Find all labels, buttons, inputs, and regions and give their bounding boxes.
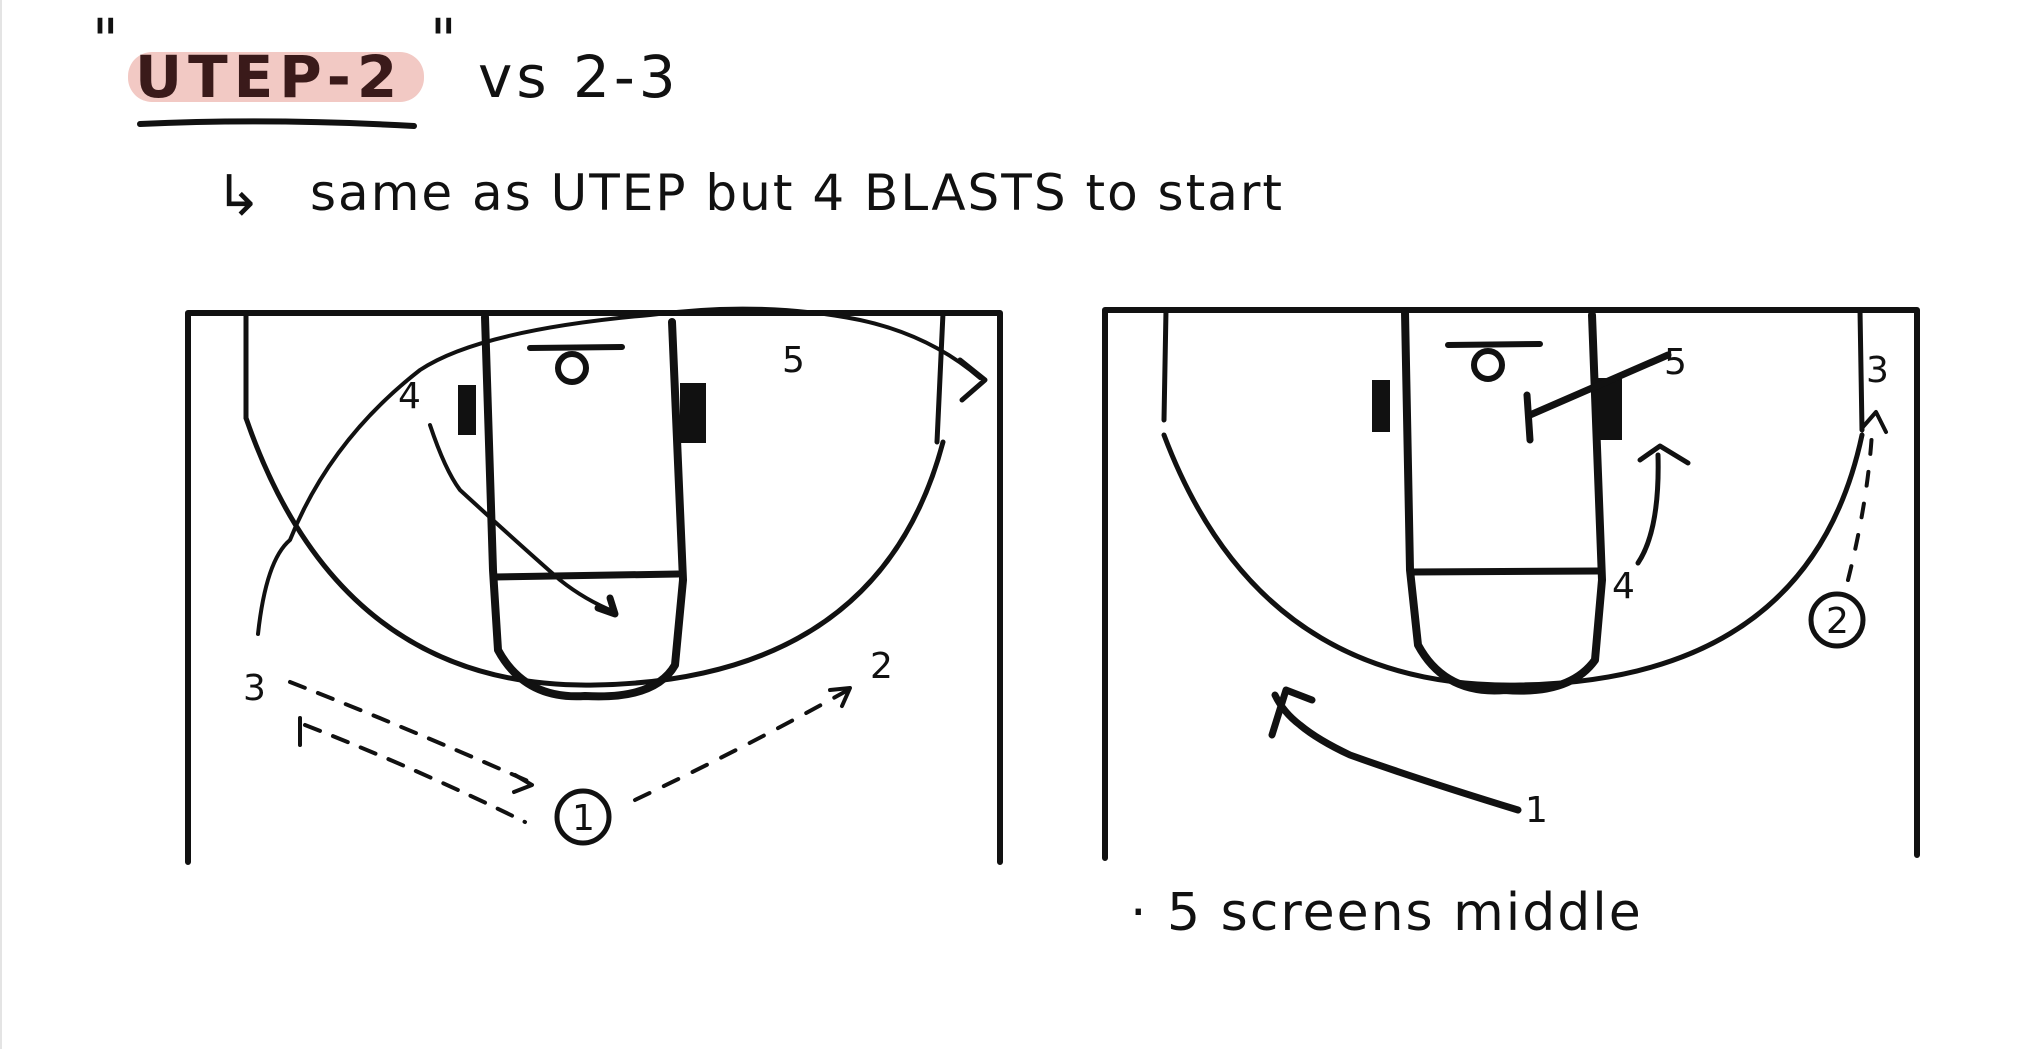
court-right-player-3: 3 [1866,350,1889,391]
court-left-backboard [527,344,625,351]
header: " UTEP-2 " vs 2-3 ↳ same as UTEP but 4 B… [92,6,1284,229]
court-right-player-2-circle [1808,591,1866,649]
court-left-lane [481,313,687,701]
court-right-pass-arrowhead [1860,410,1888,434]
court-left-pass-arrowhead-1 [512,773,534,794]
court-right-screen-line [1526,351,1672,419]
court-right-dribble-path-1 [1271,691,1522,814]
court-right-corner-three-right [1857,307,1865,433]
court-left-outline [185,310,1003,865]
court-left-block-left [458,385,476,435]
versus-defense: vs 2-3 [478,43,680,111]
court-left-player-5: 5 [782,340,805,381]
title-open-quote: " [92,6,123,74]
court-left-player-3: 3 [243,668,266,709]
court-right-backboard [1445,341,1543,348]
court-right-player-2: 2 [1826,601,1849,642]
court-right-player-4: 4 [1612,566,1635,607]
court-left-pass-1-to-3 [303,723,527,824]
court-right-cut-4-arrowhead [1637,443,1691,466]
subtitle-arrow: ↳ [215,164,264,229]
court-left-cut-arrowhead [957,357,988,403]
court-right-player-1: 1 [1525,790,1548,831]
court-left-free-throw-line [490,570,682,581]
play-title: UTEP-2 [135,43,403,111]
subtitle-text: same as UTEP but 4 BLASTS to start [310,164,1284,222]
court-left-corner-three-right [934,310,946,445]
court-right-note: · 5 screens middle [1130,883,1643,943]
court-left-player-2: 2 [870,646,893,687]
court-left-three-arc [243,415,946,688]
court-right: 1 2 3 4 5 · 5 screens middle [1102,307,1920,943]
court-right-screen-bar [1523,391,1534,444]
court-left-cut-path-3 [256,306,982,636]
court-left-ball-handler-circle [554,788,612,846]
court-right-block-left [1372,380,1390,432]
court-right-cut-path-4 [1635,452,1661,566]
court-left: 1 2 3 4 5 [185,306,1003,865]
court-left-player-1: 1 [572,798,595,839]
court-right-rim [1471,348,1505,382]
title-underline [137,118,417,129]
court-right-block-right [1598,378,1622,440]
court-left-player-4: 4 [398,376,421,417]
court-right-lane [1401,308,1606,695]
court-left-rim [555,351,589,385]
court-left-pass-1-to-2 [633,688,850,802]
court-right-free-throw-line [1408,567,1602,576]
title-highlight [128,52,424,102]
court-left-cut-4-arrowhead [594,594,619,618]
court-right-corner-three-left [1161,307,1169,423]
court-right-outline [1102,307,1920,861]
court-right-three-arc [1161,432,1865,688]
court-right-player-5: 5 [1664,342,1687,383]
court-right-pass-2-to-3 [1846,430,1874,582]
court-left-block-right [680,383,706,443]
page-edge [0,0,2,1049]
court-left-pass-arrowhead-2 [828,686,852,708]
court-left-pass-3-to-1 [288,680,532,784]
court-right-dribble-arrowhead [1268,686,1316,739]
title-close-quote: " [430,6,461,74]
court-left-cut-path-4 [428,423,617,614]
